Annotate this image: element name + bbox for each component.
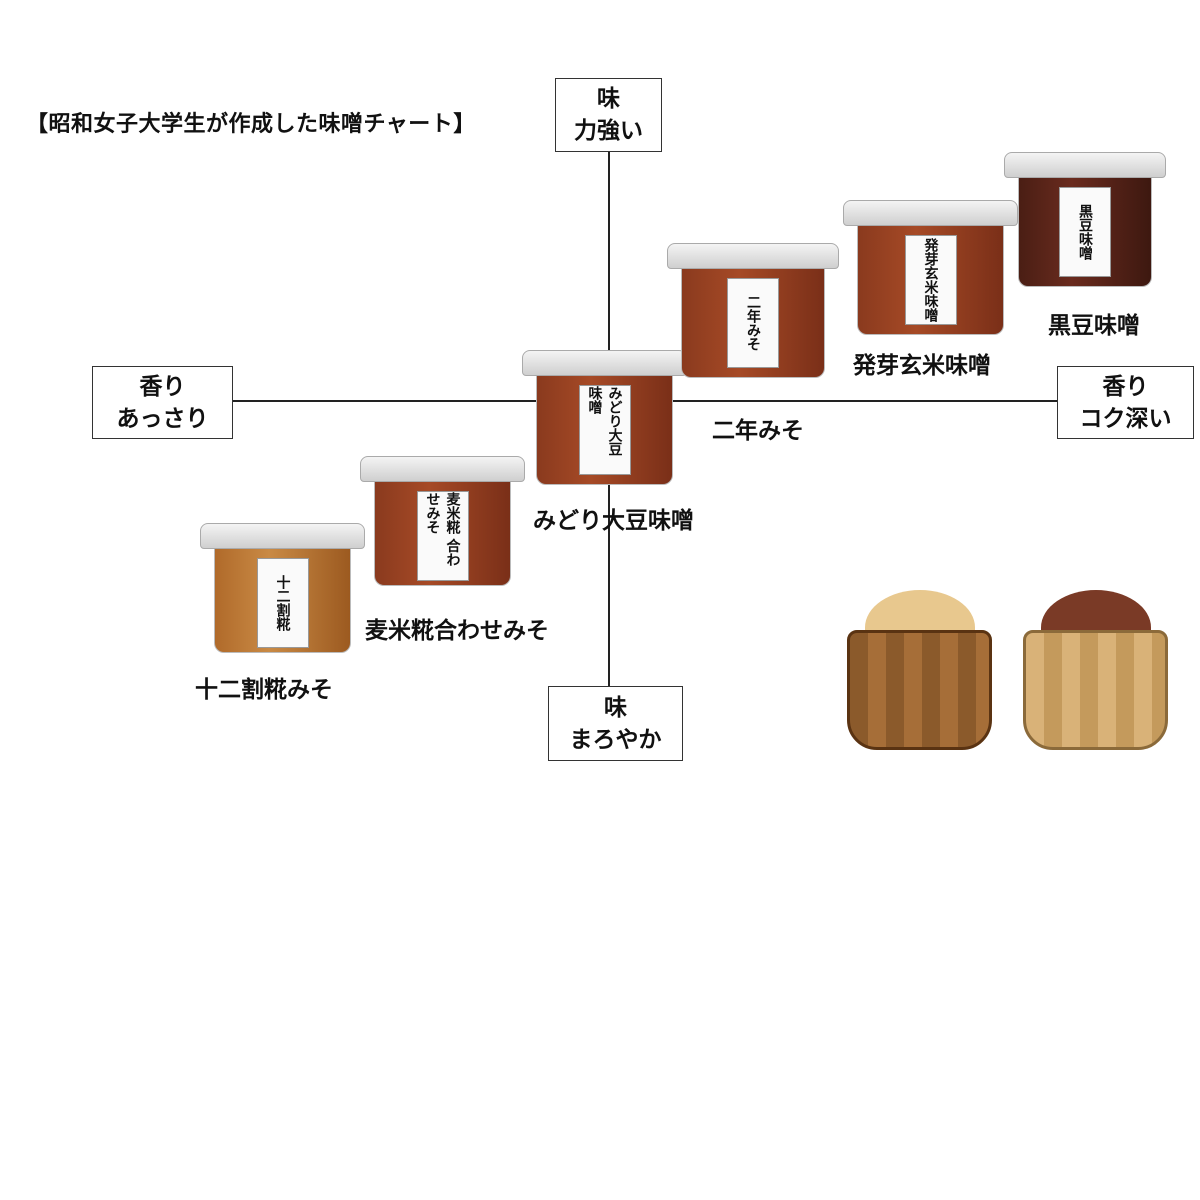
- package-label: 発芽玄米味噌: [904, 235, 957, 325]
- tub-body: 十二割糀: [214, 547, 351, 653]
- axis-label-aroma-rich: 香り コク深い: [1057, 366, 1194, 439]
- axis-label-line: 味: [604, 694, 627, 721]
- axis-label-line: 力強い: [574, 118, 643, 144]
- axis-label-taste-mild: 味 まろやか: [548, 686, 683, 761]
- white-miso-bowl-illustration: [847, 590, 992, 750]
- package-label: 黒豆味噌: [1059, 187, 1111, 277]
- tub-lid: [667, 243, 839, 269]
- item-name: みどり大豆味噌: [533, 508, 694, 534]
- miso-tub-kuromame: 黒豆味噌: [1004, 152, 1166, 287]
- axis-label-aroma-light: 香り あっさり: [92, 366, 233, 439]
- tub-lid: [360, 456, 525, 482]
- axis-label-line: まろやか: [569, 726, 662, 753]
- tub-lid: [522, 350, 687, 376]
- axis-label-line: コク深い: [1079, 405, 1172, 432]
- item-name: 黒豆味噌: [1048, 313, 1140, 339]
- wooden-bowl-light: [1023, 630, 1168, 750]
- axis-label-line: あっさり: [116, 405, 209, 432]
- item-name: 二年みそ: [712, 418, 804, 444]
- tub-body: 発芽玄米味噌: [857, 224, 1004, 335]
- axis-label-taste-strong: 味 力強い: [555, 78, 662, 152]
- tub-lid: [843, 200, 1018, 226]
- item-name: 発芽玄米味噌: [853, 353, 991, 379]
- package-label: 麦米糀 合わせみそ: [416, 491, 469, 581]
- package-label: 十二割糀: [256, 558, 309, 648]
- tub-body: みどり大豆 味噌: [536, 374, 673, 485]
- axis-label-line: 香り: [139, 373, 186, 400]
- tub-body: 二年みそ: [681, 267, 825, 378]
- tub-lid: [200, 523, 365, 549]
- chart-title: 【昭和女子大学生が作成した味噌チャート】: [26, 112, 476, 137]
- item-name: 十二割糀みそ: [195, 677, 333, 703]
- miso-tub-mugikome: 麦米糀 合わせみそ: [360, 456, 525, 586]
- axis-label-line: 香り: [1102, 373, 1149, 400]
- red-miso-bowl-illustration: [1023, 590, 1168, 750]
- tub-body: 黒豆味噌: [1018, 176, 1152, 287]
- miso-tub-hatsuga: 発芽玄米味噌: [843, 200, 1018, 335]
- item-name: 麦米糀合わせみそ: [365, 618, 549, 644]
- package-label: みどり大豆 味噌: [578, 385, 631, 475]
- miso-tub-ninen: 二年みそ: [667, 243, 839, 378]
- miso-tub-midori: みどり大豆 味噌: [522, 350, 687, 485]
- tub-body: 麦米糀 合わせみそ: [374, 480, 511, 586]
- tub-lid: [1004, 152, 1166, 178]
- wooden-bowl-dark: [847, 630, 992, 750]
- axis-label-line: 味: [597, 86, 620, 112]
- package-label: 二年みそ: [727, 278, 779, 368]
- miso-tub-juniwari: 十二割糀: [200, 523, 365, 653]
